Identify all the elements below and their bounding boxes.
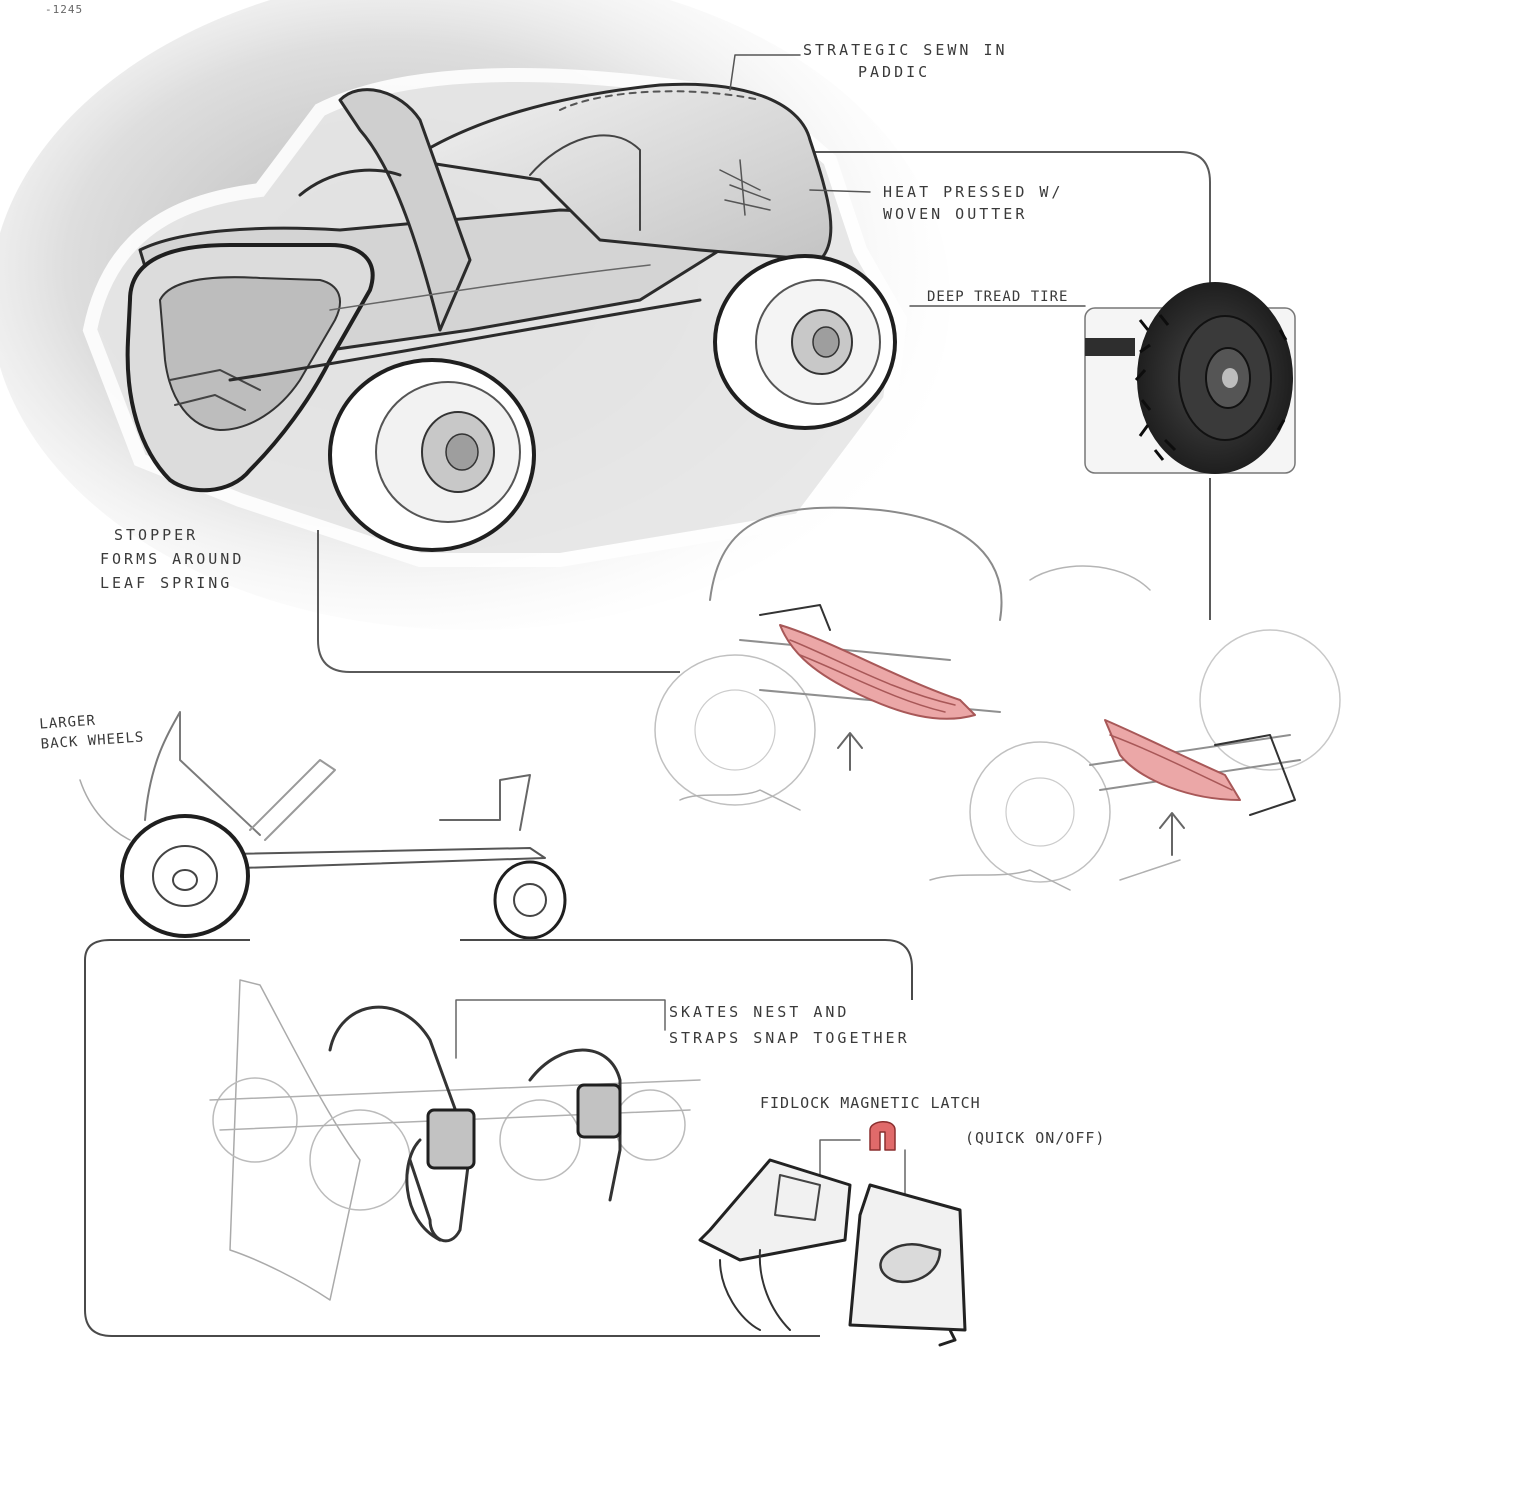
- hero-scooter-sketch: [125, 54, 1086, 552]
- nesting-skates-sketch: [209, 979, 701, 1301]
- side-view-skate-sketch: [79, 711, 567, 940]
- annotation-line: LEAF SPRING: [100, 574, 233, 592]
- annotation-stopper: STOPPER FORMS AROUND LEAF SPRING: [100, 523, 244, 595]
- annotation-line: SKATES NEST AND: [669, 1003, 850, 1021]
- annotation-skates-nest: SKATES NEST AND STRAPS SNAP TOGETHER: [669, 1000, 910, 1051]
- annotation-deep-tread-tire: DEEP TREAD TIRE: [927, 289, 1069, 305]
- leaf-spring-sketch: [654, 506, 1341, 891]
- page-number: -1245: [45, 3, 84, 16]
- annotation-line: WOVEN OUTTER: [883, 204, 1028, 223]
- annotation-line: HEAT PRESSED W/: [883, 183, 1064, 201]
- annotation-heat-pressed: HEAT PRESSED W/ WOVEN OUTTER: [883, 182, 1063, 226]
- annotation-strategic-padding: STRATEGIC SEWN IN PADDIC: [803, 40, 1008, 84]
- annotation-quick-on-off: (QUICK ON/OFF): [965, 1129, 1106, 1147]
- annotation-fidlock-latch: FIDLOCK MAGNETIC LATCH: [760, 1094, 981, 1112]
- bottom-frame: [84, 939, 913, 1337]
- hero-frame: [317, 151, 1211, 673]
- annotation-line: STRAPS SNAP TOGETHER: [669, 1028, 910, 1047]
- annotation-line: FORMS AROUND: [100, 550, 245, 568]
- annotation-larger-back-wheels: LARGER BACK WHEELS: [39, 708, 145, 754]
- annotation-line: PADDIC: [858, 62, 931, 81]
- tire-photo-inset: [1084, 282, 1296, 474]
- annotation-line: STOPPER: [114, 526, 199, 544]
- fidlock-latch-sketch: [698, 1121, 967, 1347]
- annotation-line: STRATEGIC SEWN IN: [803, 41, 1008, 59]
